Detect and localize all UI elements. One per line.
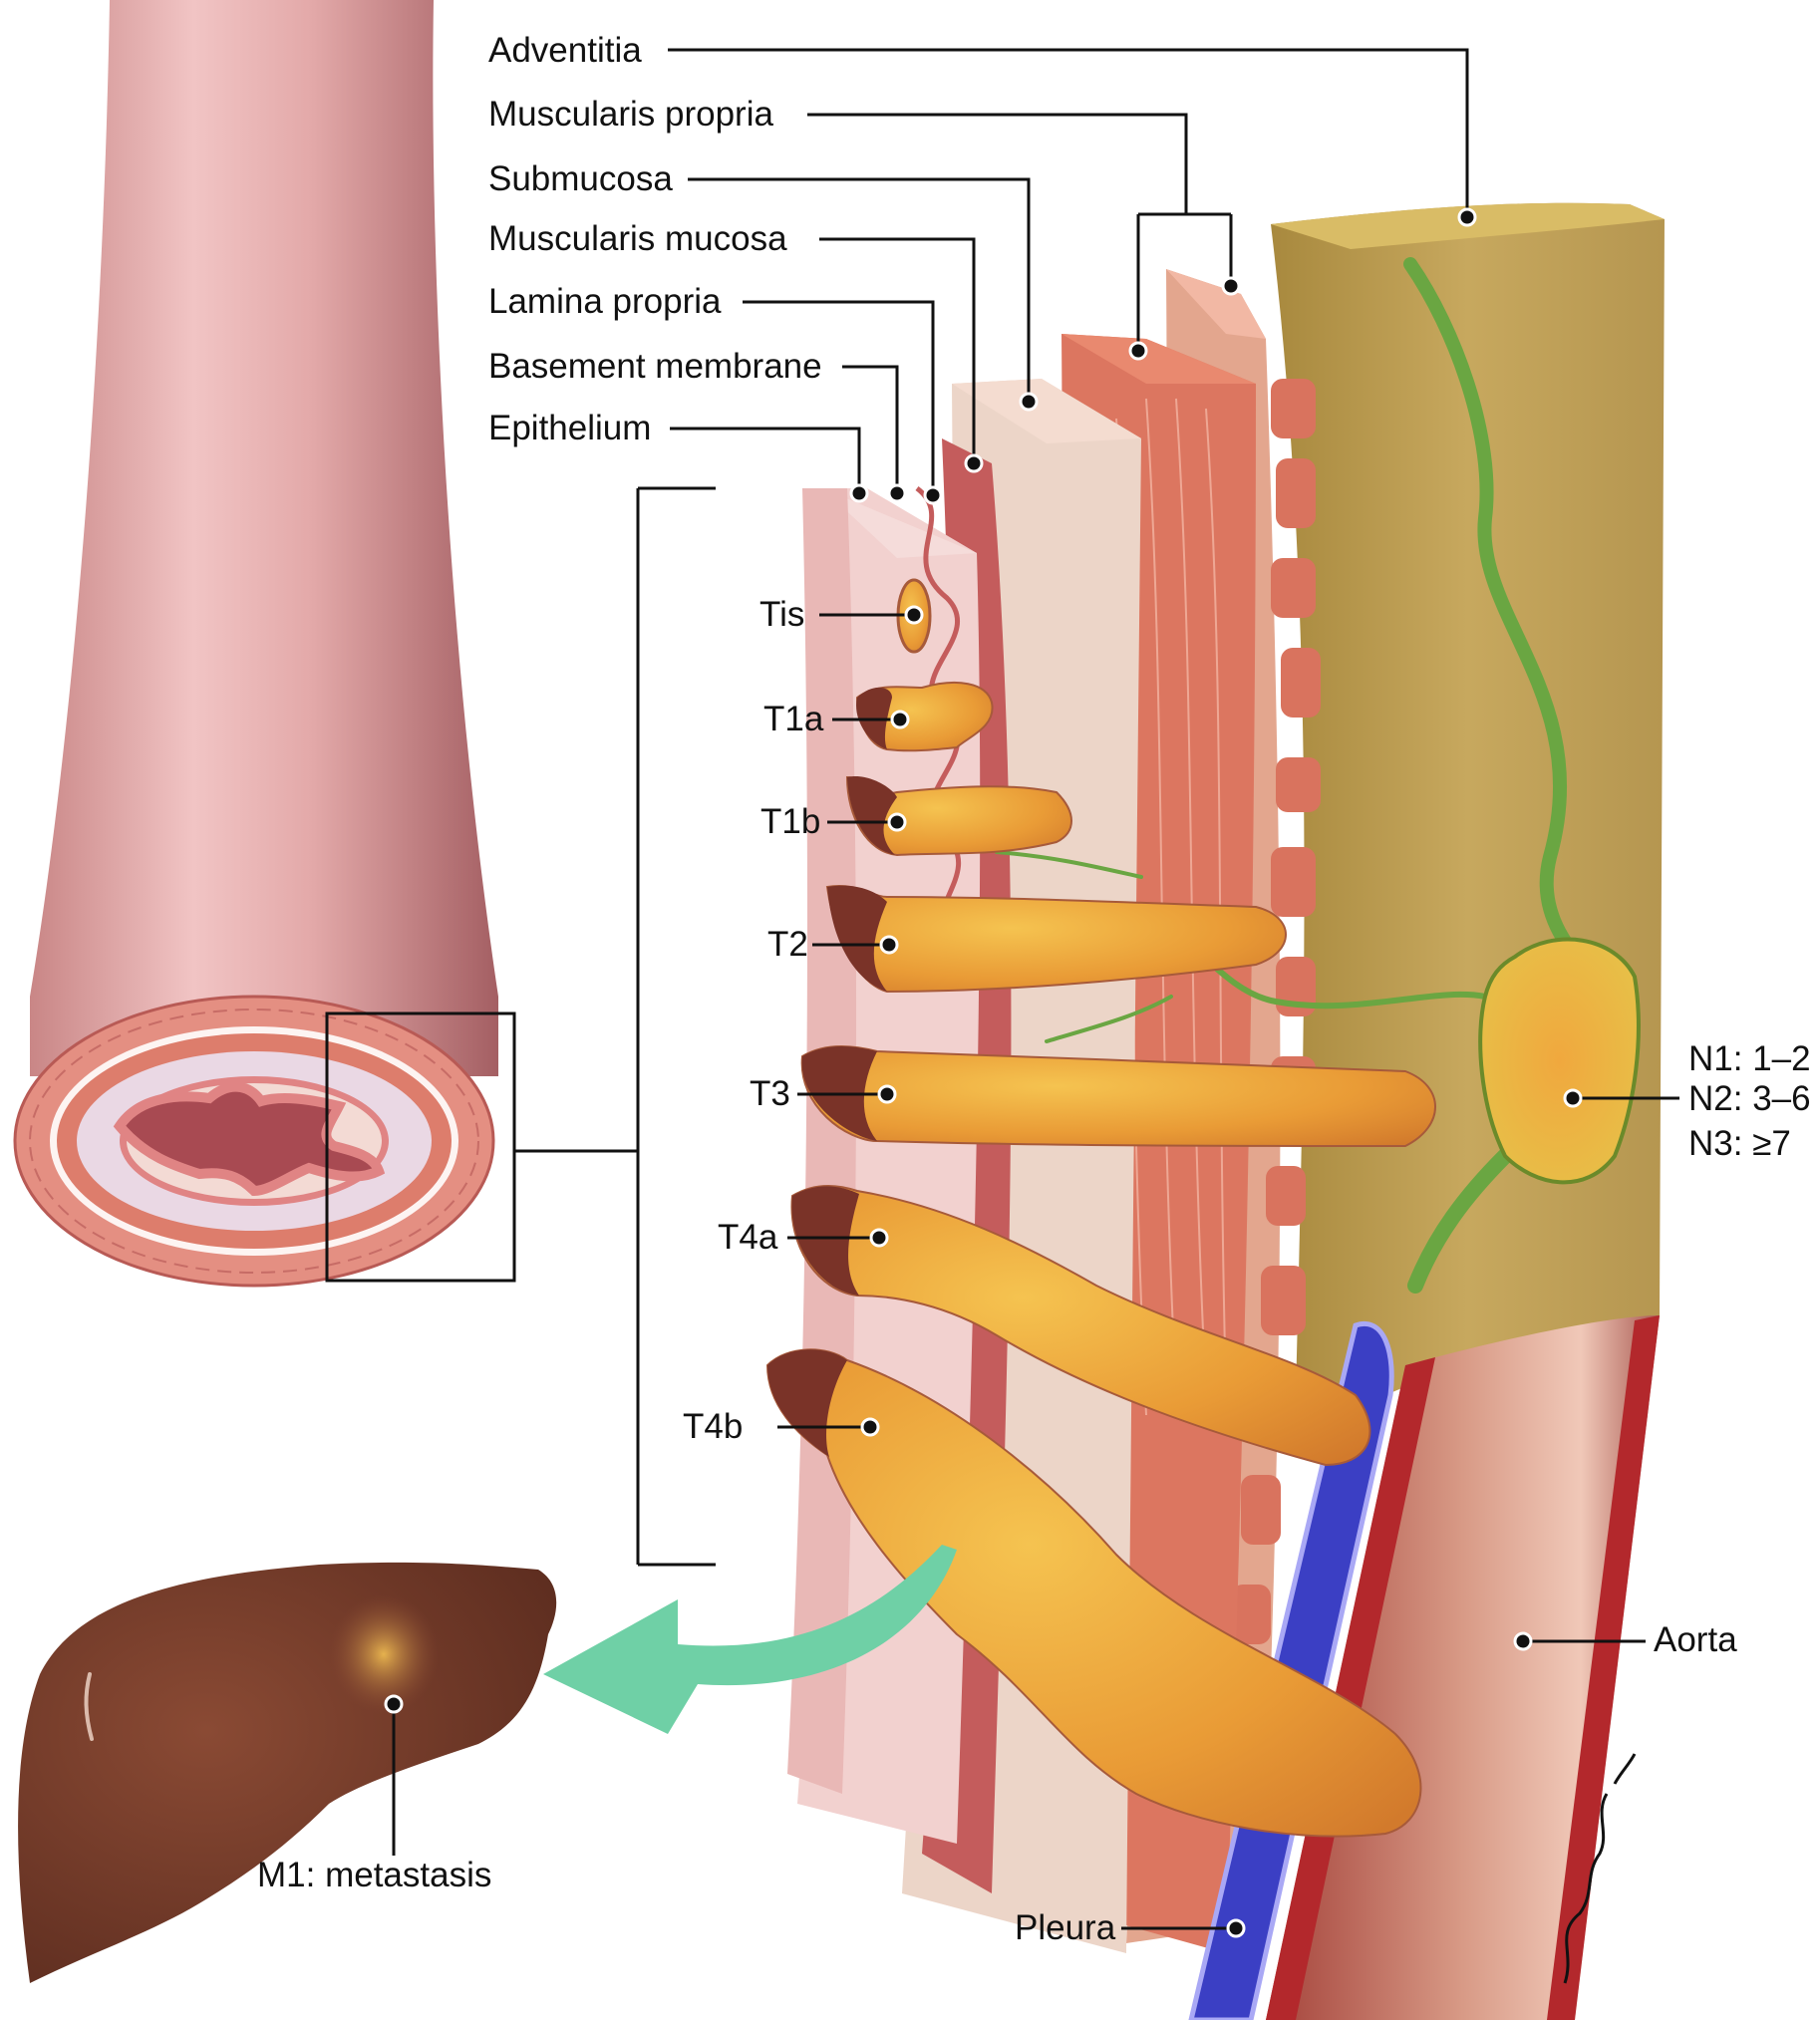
liver <box>18 1562 557 1983</box>
tumor-t1b <box>845 775 1072 857</box>
dot-lamina-propria <box>923 485 943 505</box>
label-tis: Tis <box>759 595 805 634</box>
label-submucosa: Submucosa <box>488 159 673 198</box>
label-pleura: Pleura <box>1015 1908 1116 1947</box>
tumor-t4b <box>765 1348 1422 1838</box>
dot-epithelium <box>849 483 869 503</box>
dot-t1b <box>887 812 907 832</box>
lumen <box>113 1081 386 1197</box>
aorta <box>1266 1315 1660 2020</box>
dot-adventitia <box>1457 207 1477 227</box>
dot-muscularis-propria-inner <box>1128 341 1148 361</box>
metastasis-arrow <box>543 1545 957 1734</box>
artist-signature <box>1563 1753 1637 1984</box>
tumors <box>765 578 1436 1838</box>
pointer-dots <box>384 207 1583 1938</box>
dot-tis <box>904 605 924 625</box>
label-t4a: T4a <box>718 1218 778 1257</box>
dot-basement-membrane <box>887 483 907 503</box>
esophagus-tube <box>13 0 716 1567</box>
label-epithelium: Epithelium <box>488 409 652 447</box>
label-lamina-propria: Lamina propria <box>488 282 722 321</box>
label-n2: N2: 3–6 <box>1688 1079 1811 1118</box>
label-t1b: T1b <box>760 802 821 841</box>
label-t4b: T4b <box>683 1407 744 1446</box>
label-t3: T3 <box>750 1074 790 1113</box>
label-aorta: Aorta <box>1654 1620 1737 1659</box>
dot-metastasis <box>384 1694 404 1714</box>
dot-t2 <box>879 935 899 955</box>
dot-pleura <box>1226 1918 1246 1938</box>
metastasis-lesion <box>329 1594 439 1714</box>
dot-t3 <box>877 1084 897 1104</box>
dot-t4b <box>860 1417 880 1437</box>
tumor-t2 <box>825 885 1287 994</box>
dot-muscularis-propria-outer <box>1221 276 1241 296</box>
lymph-node <box>1478 937 1641 1185</box>
dot-aorta <box>1513 1631 1533 1651</box>
label-basement-membrane: Basement membrane <box>488 347 822 386</box>
label-n1: N1: 1–2 <box>1688 1039 1811 1078</box>
bracket-connector <box>514 486 716 1567</box>
label-n3: N3: ≥7 <box>1688 1124 1791 1163</box>
label-muscularis-mucosa: Muscularis mucosa <box>488 219 787 258</box>
tumor-t4a <box>790 1185 1371 1467</box>
dot-lymph-node <box>1563 1088 1583 1108</box>
label-m1-metastasis: M1: metastasis <box>257 1856 492 1894</box>
leader-lines <box>392 48 1679 1930</box>
tumor-t3 <box>800 1045 1436 1148</box>
dot-t1a <box>890 710 910 729</box>
dot-submucosa <box>1019 392 1039 412</box>
label-t2: T2 <box>767 925 808 964</box>
detail-box <box>325 1011 516 1283</box>
dot-t4a <box>869 1228 889 1248</box>
label-muscularis-propria: Muscularis propria <box>488 95 773 134</box>
label-t1a: T1a <box>763 700 824 738</box>
label-adventitia: Adventitia <box>488 31 642 70</box>
dot-muscularis-mucosa <box>964 453 984 473</box>
